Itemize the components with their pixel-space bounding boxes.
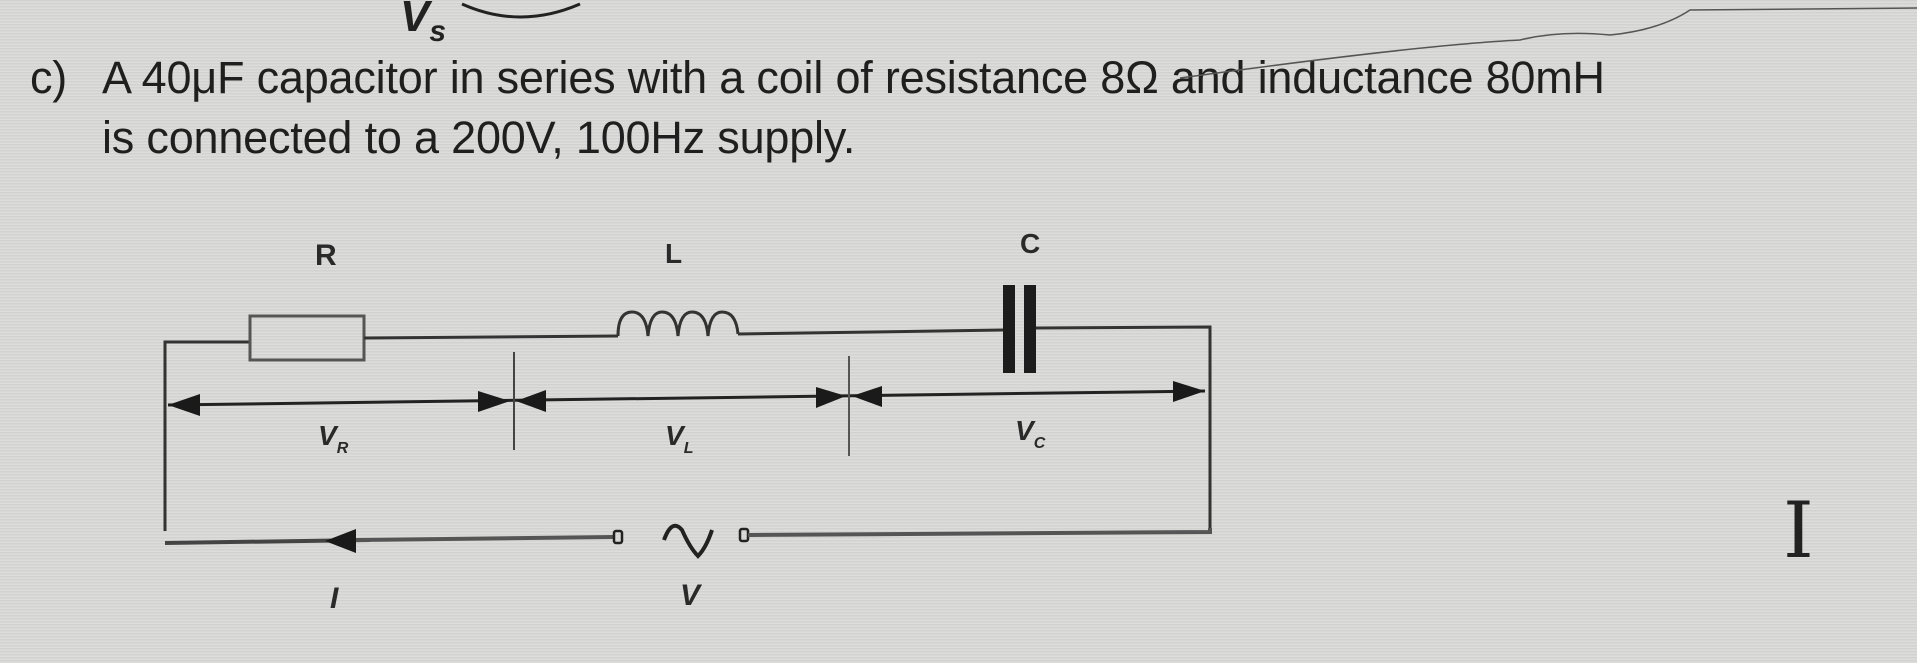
- stray-line: [1179, 7, 1917, 79]
- vc-label: VC: [1015, 415, 1046, 452]
- question-line-2: is connected to a 200V, 100Hz supply.: [102, 112, 856, 163]
- supply-terminal-right: [738, 527, 750, 543]
- arrow-left-vr: [168, 394, 200, 416]
- resistor-label: R: [315, 239, 337, 272]
- capacitor-label: C: [1020, 228, 1040, 259]
- arrow-right-vl: [816, 387, 846, 408]
- current-label: I: [330, 582, 339, 615]
- wire-bottom-left-b: [355, 535, 615, 542]
- inductor-label: L: [665, 238, 682, 269]
- supply-voltage-label: V: [680, 579, 703, 612]
- vs-symbol: V: [400, 0, 430, 41]
- previous-diagram-arc: [461, 2, 581, 19]
- vs-subscript: s: [429, 14, 447, 48]
- question-text: c) A 40μF capacitor in series with a coil…: [30, 48, 1605, 168]
- wire-left: [163, 340, 250, 531]
- capacitor-plate-left: [1003, 285, 1015, 373]
- vs-fragment-label: Vs: [400, 0, 446, 49]
- question-label: c): [30, 52, 68, 103]
- capacitor-plate-right: [1024, 285, 1036, 373]
- arrow-right-vr: [478, 391, 510, 412]
- resistor-symbol: [248, 314, 366, 362]
- vr-label: VR: [318, 420, 349, 457]
- wire-r-l: [363, 334, 619, 340]
- current-arrow: [325, 529, 356, 553]
- wire-bottom-right: [747, 528, 1212, 537]
- arrow-left-vl: [516, 390, 546, 412]
- arrow-right-vc: [1173, 381, 1205, 402]
- wire-l-c: [737, 328, 1004, 336]
- question-line-1-text: A 40μF capacitor in series with a coil o…: [102, 52, 1605, 103]
- wire-right: [1035, 325, 1212, 530]
- vl-label: VL: [665, 420, 693, 457]
- supply-terminal-left: [612, 529, 624, 545]
- ac-source-symbol: [662, 523, 714, 559]
- text-cursor-icon: I: [1783, 486, 1814, 576]
- arrow-left-vc: [852, 386, 882, 407]
- inductor-symbol: [616, 310, 740, 337]
- question-line-1: c) A 40μF capacitor in series with a coil…: [30, 48, 1605, 108]
- voltage-arrow-line: [167, 389, 1206, 407]
